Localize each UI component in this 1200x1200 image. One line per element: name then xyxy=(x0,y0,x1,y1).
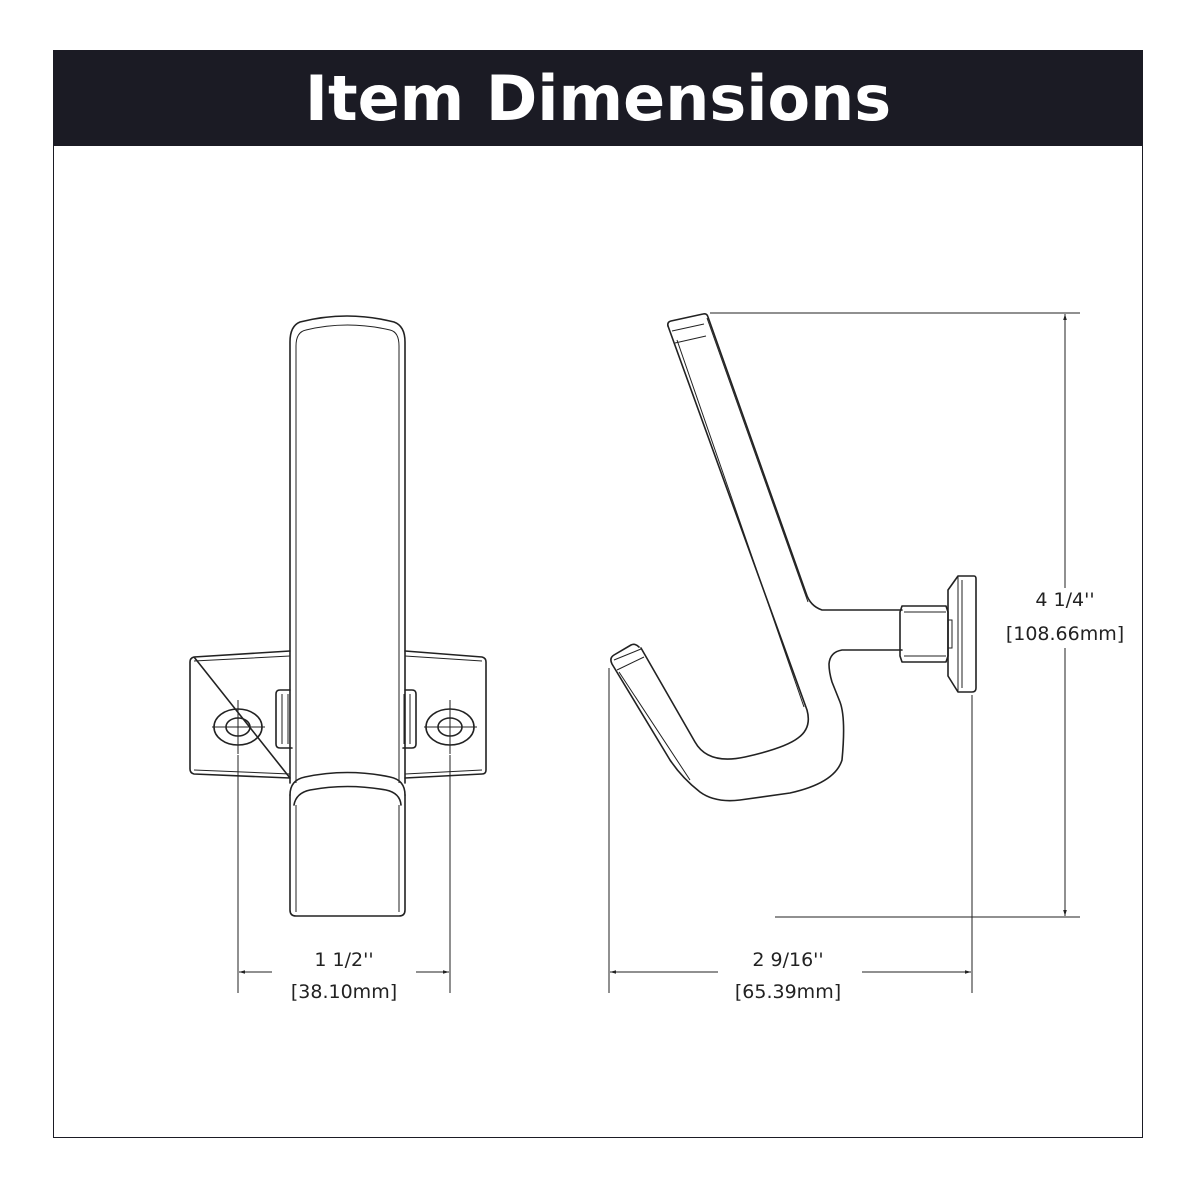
front-view: 1 1/2'' [38.10mm] xyxy=(189,315,487,1003)
side-view: 4 1/4'' [108.66mm] 2 9/16'' [65.39mm] xyxy=(608,312,1124,1003)
mount-plate xyxy=(947,575,977,693)
depth-metric: [65.39mm] xyxy=(735,981,841,1003)
hole-spacing-metric: [38.10mm] xyxy=(291,981,397,1003)
mount-collar xyxy=(899,605,949,663)
depth-imperial: 2 9/16'' xyxy=(752,949,823,971)
dimension-height: 4 1/4'' [108.66mm] xyxy=(710,312,1124,918)
hook-stem xyxy=(289,315,406,784)
page-title: Item Dimensions xyxy=(304,61,892,135)
hook-collar xyxy=(289,771,406,806)
backplate xyxy=(189,650,487,779)
bracket-tabs xyxy=(275,689,417,749)
dimension-hole-spacing: 1 1/2'' [38.10mm] xyxy=(237,755,451,1003)
backplate-edge xyxy=(193,655,483,775)
height-metric: [108.66mm] xyxy=(1006,623,1124,645)
inner-hook xyxy=(640,325,810,760)
hook-lower-front xyxy=(289,794,406,917)
header-bar: Item Dimensions xyxy=(53,50,1143,146)
dimension-depth: 2 9/16'' [65.39mm] xyxy=(608,668,973,1003)
height-imperial: 4 1/4'' xyxy=(1035,589,1094,611)
screw-hole-left xyxy=(212,700,265,754)
hole-spacing-imperial: 1 1/2'' xyxy=(314,949,373,971)
upper-arm xyxy=(610,313,903,802)
screw-hole-right xyxy=(424,700,477,754)
